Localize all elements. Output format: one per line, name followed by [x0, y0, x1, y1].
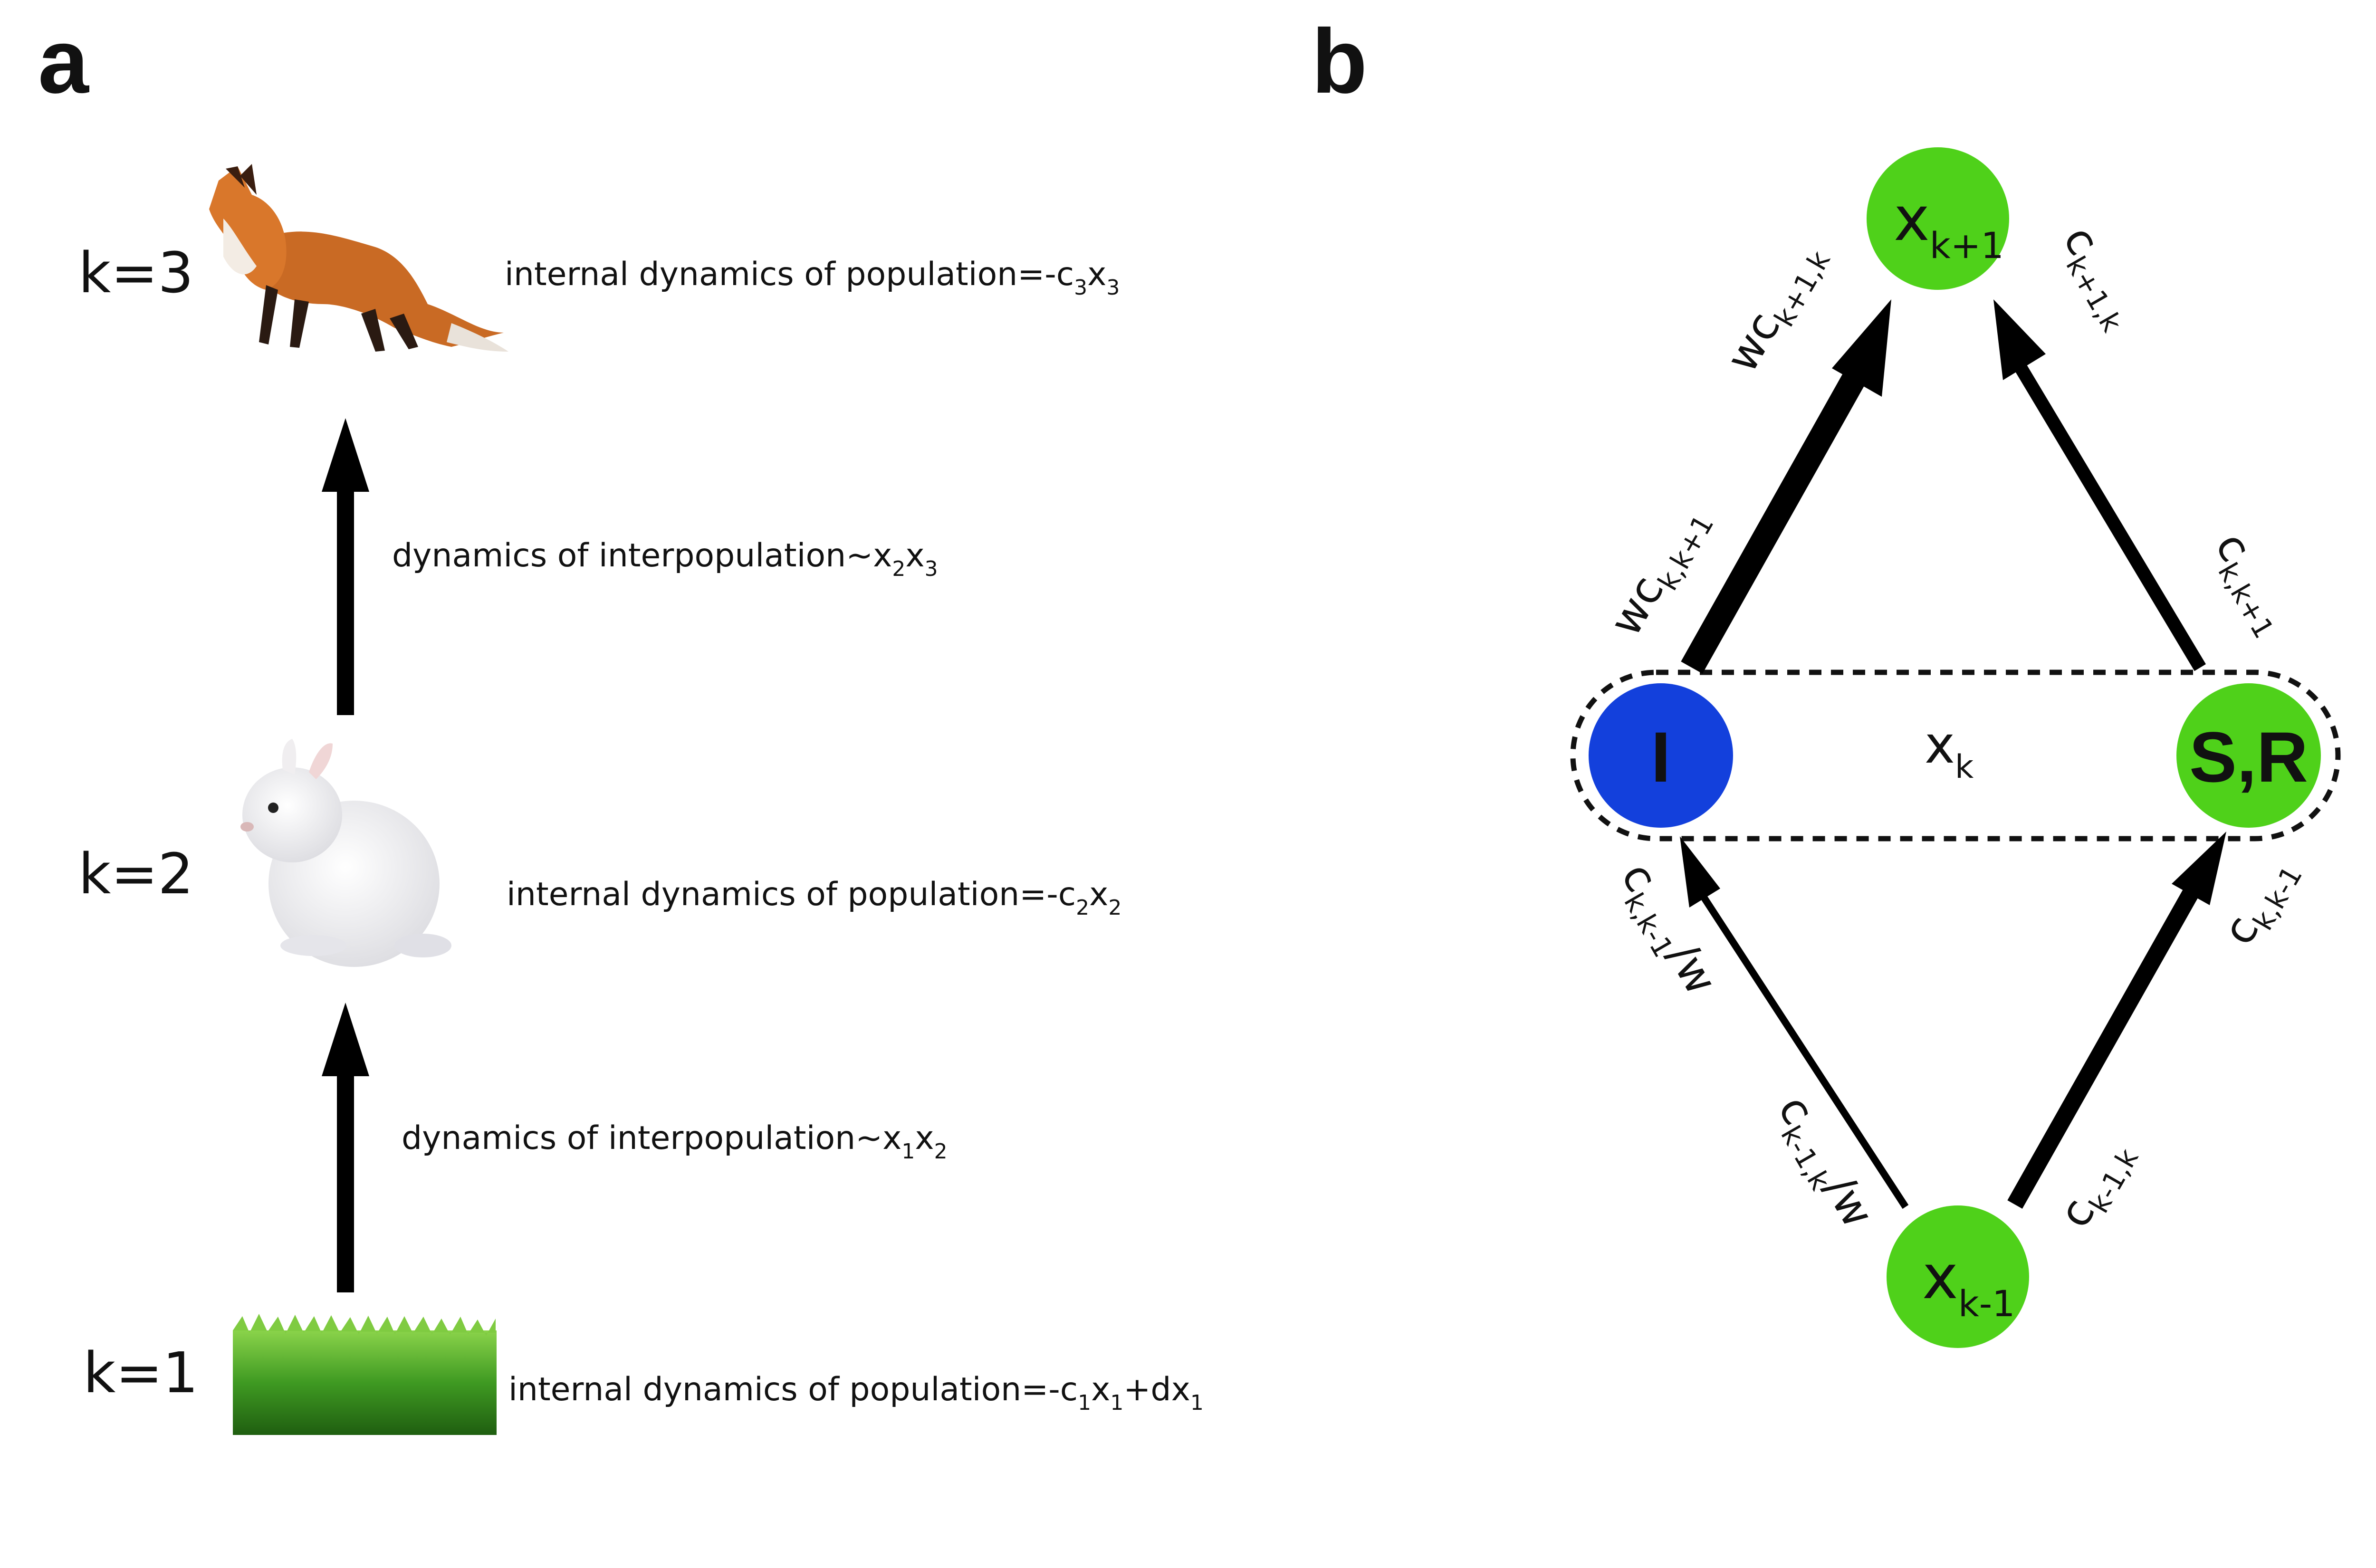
panel-a-label: a	[38, 10, 89, 112]
node-SR: S,R	[2176, 683, 2321, 828]
level-k1-label: k=1	[83, 1340, 198, 1405]
node-I: I	[1589, 683, 1733, 828]
label-wc-k-plus-1-k: wck+1,k	[1716, 233, 1836, 384]
arrow-k2-k3	[322, 418, 369, 715]
level-k3-label: k=3	[78, 240, 193, 306]
group-x-k-label: xk	[1925, 716, 1974, 786]
level-k2-label: k=2	[78, 841, 193, 907]
interpopulation-k2-k3: dynamics of interpopulation~x2x3	[392, 537, 938, 581]
internal-dynamics-k2: internal dynamics of population=-c2x2	[507, 876, 1121, 920]
node-x-k-minus-1: xk-1	[1887, 1205, 2029, 1348]
edge-SR-to-top	[1993, 299, 2206, 671]
edge-bottom-to-I	[1680, 836, 1909, 1209]
node-x-k-plus-1-label: xk+1	[1894, 184, 2004, 267]
internal-dynamics-k1: internal dynamics of population=-c1x1+dx…	[508, 1371, 1204, 1415]
node-x-k-plus-1: xk+1	[1867, 147, 2009, 290]
arrow-k1-k2	[322, 1003, 369, 1292]
label-c-k-k-minus-1: ck,k-1	[2213, 848, 2309, 956]
node-SR-label: S,R	[2189, 717, 2308, 797]
internal-dynamics-k3: internal dynamics of population=-c3x3	[505, 256, 1120, 300]
panel-b-label: b	[1312, 10, 1367, 112]
rabbit-icon	[240, 739, 451, 967]
interpopulation-k1-k2: dynamics of interpopulation~x1x2	[402, 1119, 948, 1164]
label-c-k-plus-1-k: ck+1,k	[2048, 218, 2150, 338]
node-x-k-minus-1-label: xk-1	[1922, 1242, 2015, 1325]
label-c-k-k-plus-1: ck,k+1	[2200, 524, 2302, 644]
node-I-label: I	[1651, 717, 1671, 797]
fox-icon	[209, 164, 508, 352]
edge-I-to-top	[1681, 299, 1891, 674]
edge-bottom-to-SR	[2007, 832, 2226, 1209]
grass-icon	[233, 1314, 497, 1435]
trophic-level-k-group	[1570, 669, 2341, 841]
label-c-k-minus-1-k-over-w: ck-1,k/w	[1763, 1087, 1884, 1240]
label-c-k-minus-1-k: ck-1,k	[2049, 1130, 2145, 1239]
